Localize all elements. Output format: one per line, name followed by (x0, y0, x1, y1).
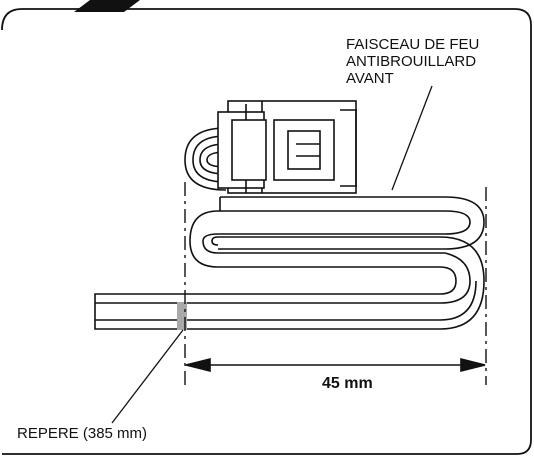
leader-lines (111, 85, 433, 424)
folded-harness (94, 196, 485, 330)
frame (1, 8, 532, 455)
harness-label-line2: ANTIBROUILLARD (346, 53, 477, 70)
marker-label: REPERE (385 mm) (17, 425, 148, 442)
extension-lines (184, 182, 487, 385)
harness-label: FAISCEAU DE FEU ANTIBROUILLARD AVANT (346, 36, 479, 87)
harness-label-line1: FAISCEAU DE FEU (346, 36, 480, 53)
harness-label-line3: AVANT (346, 70, 394, 87)
frame-tab (74, 0, 140, 12)
marker-band (177, 302, 187, 330)
harness-connector-icon (184, 100, 357, 194)
dimension-arrow-icon (185, 357, 486, 373)
dimension-label: 45 mm (322, 375, 373, 392)
